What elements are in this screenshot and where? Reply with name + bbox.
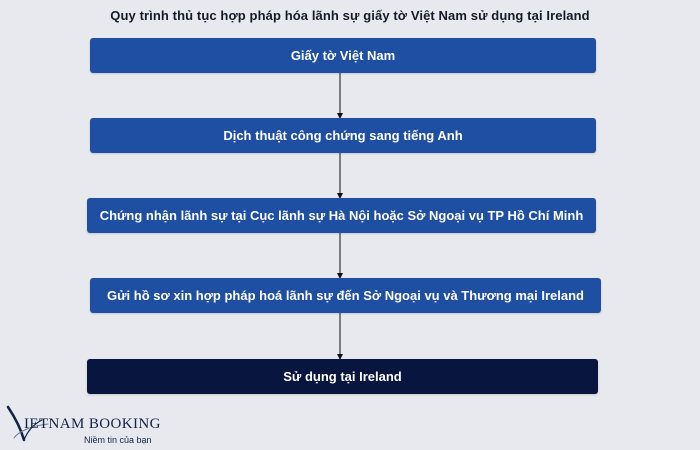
flow-step-label: Dịch thuật công chứng sang tiếng Anh — [223, 128, 463, 143]
flow-step-label: Chứng nhận lãnh sự tại Cục lãnh sự Hà Nộ… — [99, 208, 584, 223]
flow-step-label: Sử dụng tại Ireland — [283, 369, 402, 384]
flow-step-label: Giấy tờ Việt Nam — [290, 48, 396, 63]
flow-step-label: Gửi hồ sơ xin hợp pháp hoá lãnh sự đến S… — [107, 288, 584, 303]
flow-step-use-in-ireland: Sử dụng tại Ireland — [87, 359, 598, 394]
logo-brand-text: IETNAM BOOKING — [24, 416, 161, 432]
vietnam-booking-logo: IETNAM BOOKING Niềm tin của bạn — [6, 402, 176, 448]
swoosh-icon — [6, 405, 49, 442]
flow-step-ireland-legalization: Gửi hồ sơ xin hợp pháp hoá lãnh sự đến S… — [90, 278, 601, 313]
logo-slogan: Niềm tin của bạn — [84, 435, 152, 445]
flow-step-vietnam-documents: Giấy tờ Việt Nam — [90, 38, 596, 73]
diagram-title: Quy trình thủ tục hợp pháp hóa lãnh sự g… — [110, 8, 590, 23]
flow-step-consular-certification: Chứng nhận lãnh sự tại Cục lãnh sự Hà Nộ… — [87, 198, 596, 233]
flow-step-notarized-translation: Dịch thuật công chứng sang tiếng Anh — [90, 118, 596, 153]
